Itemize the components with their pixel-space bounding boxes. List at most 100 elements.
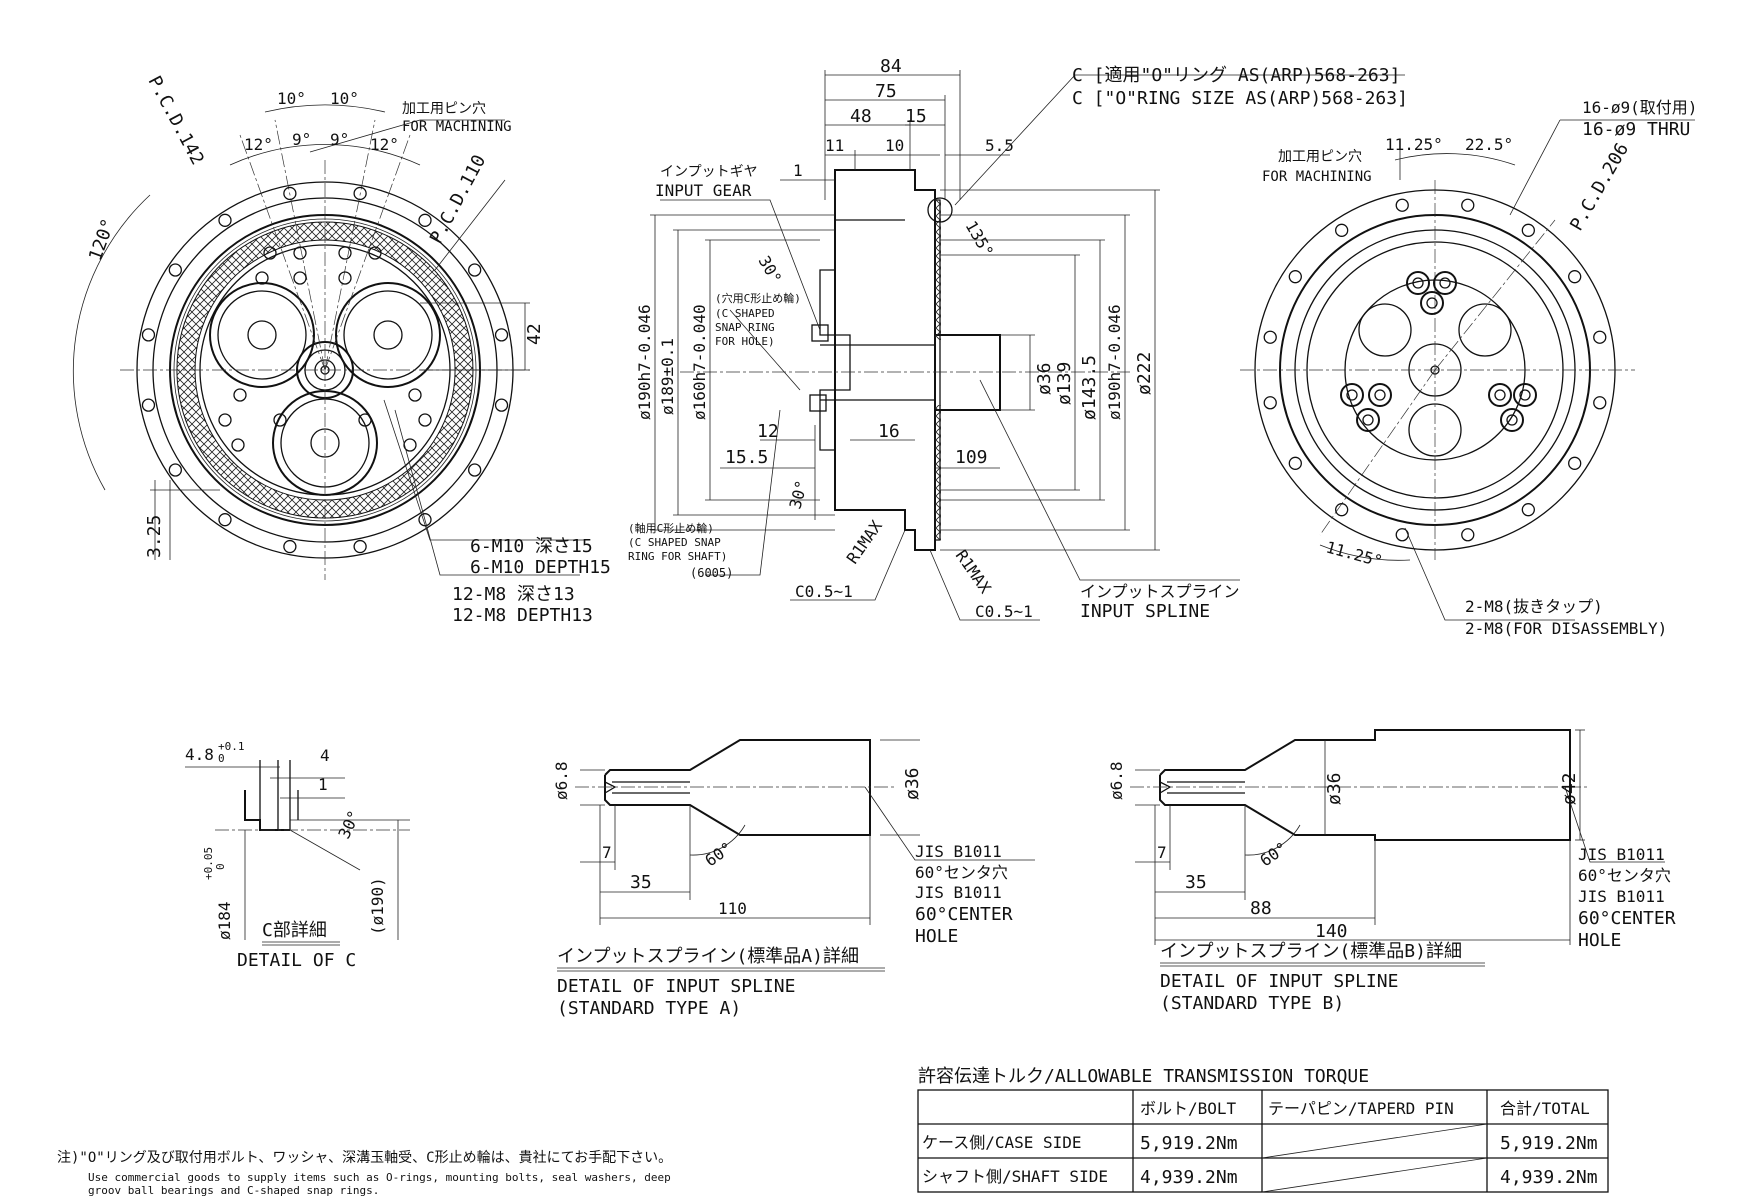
dim-12: 12	[757, 421, 779, 442]
torque-row-shaft-bolt: 4,939.2Nm	[1140, 1167, 1238, 1188]
dim-48: 48	[850, 106, 872, 127]
detail-c-4-8: 4.8	[185, 745, 214, 764]
spline-a-dia68: ø6.8	[552, 761, 571, 800]
bolt-hole	[231, 438, 245, 452]
bolt-hole	[403, 438, 417, 452]
bolt-hole	[293, 271, 307, 285]
oring-jp: C [適用"O"リング AS(ARP)568-263]	[1072, 65, 1400, 86]
bolt-hole	[1374, 389, 1386, 401]
spline-b-jis1: JIS B1011	[1578, 845, 1665, 864]
flange-hole	[1335, 503, 1349, 517]
m10-label-jp: 6-M10 深さ15	[470, 536, 593, 557]
bolt-hole	[1346, 389, 1358, 401]
r1max-right: R1MAX	[952, 546, 995, 597]
detail-c-tol184-up: +0.05	[202, 847, 215, 880]
flange-hole	[1335, 223, 1349, 237]
detail-c-dia190: (ø190)	[368, 877, 387, 935]
spline-b-88: 88	[1250, 898, 1272, 919]
ring-shaft-jp: (軸用C形止め輪)	[628, 521, 714, 535]
flange-hole	[141, 398, 156, 412]
input-gear-en: INPUT GEAR	[655, 181, 752, 200]
dia-189: ø189±0.1	[658, 338, 677, 415]
spline-en: INPUT SPLINE	[1080, 601, 1210, 622]
angle-10-left: 10°	[277, 89, 306, 108]
spline-b-35: 35	[1185, 872, 1207, 893]
angle-9-right: 9°	[330, 130, 349, 149]
bolt-hole	[1506, 414, 1518, 426]
spline-a-center-en2: HOLE	[915, 926, 958, 947]
angle-12-right: 12°	[370, 135, 399, 154]
thru-en: 16-ø9 THRU	[1582, 119, 1690, 140]
spline-b-title-en1: DETAIL OF INPUT SPLINE	[1160, 971, 1398, 992]
dim-5-5: 5.5	[985, 136, 1014, 155]
flange-hole	[353, 186, 367, 201]
angle-120-label: 120°	[85, 216, 120, 264]
right-front-view	[1240, 119, 1695, 621]
flange-hole	[494, 398, 509, 412]
bolt-hole	[263, 246, 277, 260]
input-gear-jp: インプットギヤ	[660, 164, 758, 180]
detail-c-tol-up: +0.1	[218, 740, 245, 753]
bolt-head	[1488, 383, 1512, 407]
flange-hole	[168, 263, 182, 277]
dim-15-5: 15.5	[725, 447, 768, 468]
pin-hole-en: FOR MACHINING	[402, 119, 512, 135]
bolt-hole	[1494, 389, 1506, 401]
ring-hole-en2: SNAP RING	[715, 321, 775, 334]
pcd142-label: P.C.D.142	[144, 72, 208, 168]
spline-a-angle: 60°	[701, 838, 736, 870]
dia-190-left: ø190h7-0.046	[635, 304, 654, 420]
detail-c-drawing	[185, 760, 410, 940]
oring-en: C ["O"RING SIZE AS(ARP)568-263]	[1072, 88, 1408, 109]
bolt-hole	[233, 388, 247, 402]
note-en-1: Use commercial goods to supply items suc…	[88, 1171, 671, 1184]
bolt-head	[1433, 271, 1457, 295]
spline-a-title-en2: (STANDARD TYPE A)	[557, 998, 741, 1019]
spline-a-jis1: JIS B1011	[915, 842, 1002, 861]
spline-b-dia42: ø42	[1559, 772, 1580, 805]
flange-hole	[418, 213, 432, 227]
pcd206-label: P.C.D.206	[1566, 140, 1633, 235]
angle-11-25-bottom: 11.25°	[1324, 538, 1385, 571]
bolt-hole	[218, 413, 232, 427]
flange-hole	[468, 263, 482, 277]
flange-hole	[218, 513, 232, 527]
bolt-head	[1356, 408, 1380, 432]
dim-11: 11	[825, 136, 844, 155]
flange-hole	[1288, 270, 1302, 284]
torque-table-title: 許容伝達トルク/ALLOWABLE TRANSMISSION TORQUE	[918, 1066, 1369, 1087]
spline-b-drawing	[1130, 729, 1665, 945]
angle-10-right: 10°	[330, 89, 359, 108]
flange-hole	[494, 328, 509, 342]
m10-label-en: 6-M10 DEPTH15	[470, 557, 611, 578]
spline-b-center-en2: HOLE	[1578, 930, 1621, 951]
bolt-head	[1513, 383, 1537, 407]
note-jp: 注)"O"リング及び取付用ボルト、ワッシャ、深溝玉軸受、C形止め輪は、貴社にてお…	[57, 1149, 672, 1166]
pin-hole-jp: 加工用ピン穴	[402, 101, 486, 117]
dia-190-right: ø190h7-0.046	[1105, 304, 1124, 420]
detail-c-tol-down: 0	[218, 752, 225, 765]
left-front-view	[72, 104, 588, 580]
angle-135: 135°	[962, 218, 998, 261]
ring-shaft-en1: (C SHAPED SNAP	[628, 536, 721, 549]
flange-hole	[1263, 396, 1277, 410]
spline-a-title-jp: インプットスプライン(標準品A)詳細	[557, 946, 859, 967]
spline-b-140: 140	[1315, 921, 1348, 942]
dia-36-section: ø36	[1034, 362, 1055, 395]
bolt-hole	[418, 413, 432, 427]
spline-jp: インプットスプライン	[1080, 582, 1240, 601]
angle-11-25-top: 11.25°	[1385, 135, 1443, 154]
torque-row-shaft-label: シャフト側/SHAFT SIDE	[922, 1167, 1108, 1186]
pin-hole-jp-right: 加工用ピン穴	[1278, 149, 1362, 165]
torque-row-case-bolt: 5,919.2Nm	[1140, 1133, 1238, 1154]
pcd110-label: P.C.D.110	[426, 151, 490, 247]
bolt-head	[1406, 271, 1430, 295]
flange-hole	[1593, 396, 1607, 410]
flange-hole	[1568, 456, 1582, 470]
spline-a-dia36: ø36	[902, 767, 923, 800]
spline-b-center-en1: 60°CENTER	[1578, 908, 1676, 929]
bolt-hole	[408, 388, 422, 402]
pin-hole-en-right: FOR MACHINING	[1262, 169, 1372, 185]
flange-hole	[1461, 528, 1475, 542]
dim-84: 84	[880, 56, 902, 77]
